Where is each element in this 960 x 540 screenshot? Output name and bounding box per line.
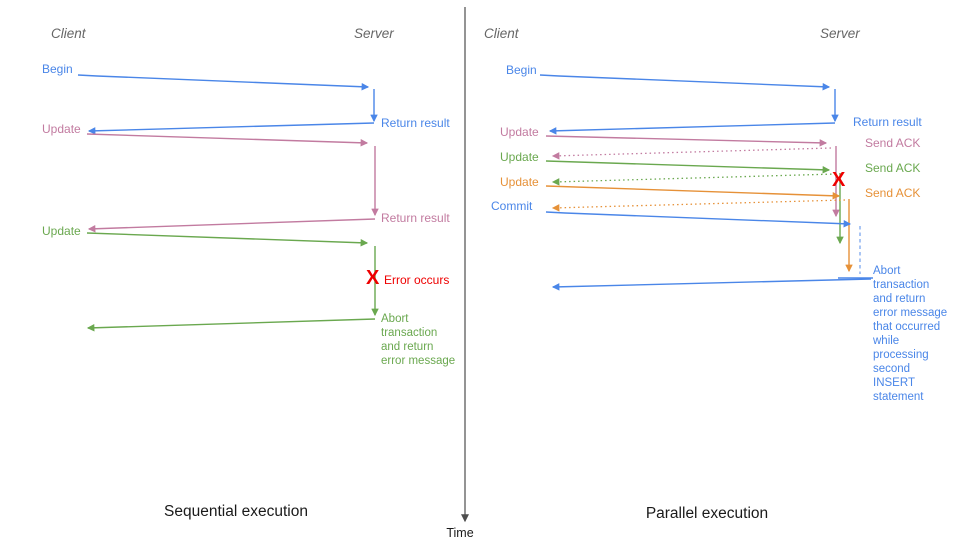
par-commit-arrow (545, 211, 852, 228)
seq-return-result-1-label: Return result (381, 116, 450, 130)
par-abort-note: Abort transaction and return error messa… (873, 265, 948, 403)
seq-update-1-arrow (86, 133, 369, 147)
seq-error-x-icon: X (366, 267, 380, 289)
seq-abort-note: Abort transaction and return error messa… (381, 313, 456, 367)
par-update-2-arrow (545, 160, 831, 174)
par-begin-arrow (539, 74, 831, 91)
par-send-ack-3-arrow (551, 199, 846, 212)
seq-update-2-arrow (86, 232, 369, 247)
par-send-ack-3-label: Send ACK (865, 186, 921, 200)
par-send-ack-2-label: Send ACK (865, 161, 921, 175)
seq-update-1-label: Update (42, 122, 81, 136)
seq-title: Sequential execution (164, 503, 308, 520)
seq-client-header: Client (51, 26, 86, 41)
seq-return-result-1-arrow (87, 122, 375, 135)
seq-abort-return-arrow (86, 318, 376, 332)
par-send-ack-2-arrow (551, 173, 837, 186)
par-update-2-label: Update (500, 150, 539, 164)
seq-begin-label: Begin (42, 62, 73, 76)
seq-server-header: Server (354, 26, 394, 41)
par-error-x-icon: X (832, 169, 846, 191)
par-update-3-label: Update (500, 175, 539, 189)
par-client-header: Client (484, 26, 519, 41)
seq-error-occurs-label: Error occurs (384, 273, 450, 287)
par-send-ack-1-arrow (551, 147, 832, 160)
par-title: Parallel execution (645, 505, 769, 522)
seq-return-result-2-label: Return result (381, 211, 450, 225)
par-server-header: Server (820, 26, 860, 41)
par-return-result-label: Return result (853, 115, 922, 129)
par-update-1-label: Update (500, 125, 539, 139)
time-axis-label: Time (446, 526, 474, 540)
par-send-ack-1-label: Send ACK (865, 136, 921, 150)
seq-begin-arrow (77, 74, 370, 91)
seq-return-result-2-arrow (87, 218, 376, 233)
par-commit-label: Commit (491, 199, 533, 213)
seq-update-2-label: Update (42, 224, 81, 238)
par-update-3-arrow (545, 185, 841, 200)
par-update-1-arrow (545, 135, 828, 147)
par-begin-label: Begin (506, 63, 537, 77)
par-return-result-arrow (548, 122, 836, 135)
par-abort-return-arrow (551, 278, 872, 291)
